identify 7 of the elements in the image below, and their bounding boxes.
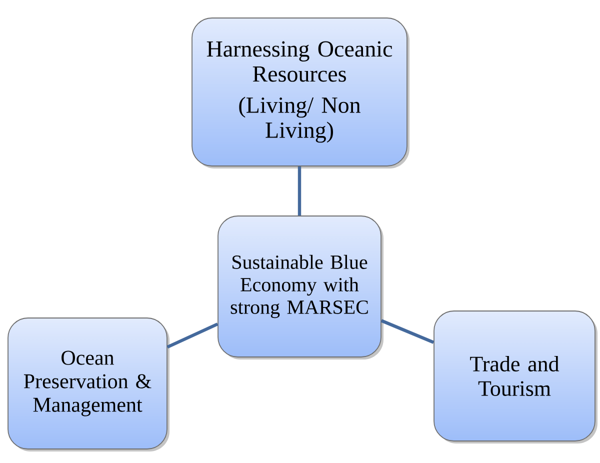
rounded-box: Trade and Tourism [434, 310, 598, 444]
connector-line [380, 319, 434, 344]
connector-line [298, 166, 302, 216]
rounded-box: Sustainable Blue Economy with strong MARSEC [218, 216, 384, 360]
rounded-box: Harnessing Oceanic Resources (Living/ Non Living) [192, 18, 410, 168]
connector-line [166, 322, 218, 348]
rounded-box: Ocean Preservation & Management [8, 318, 170, 452]
